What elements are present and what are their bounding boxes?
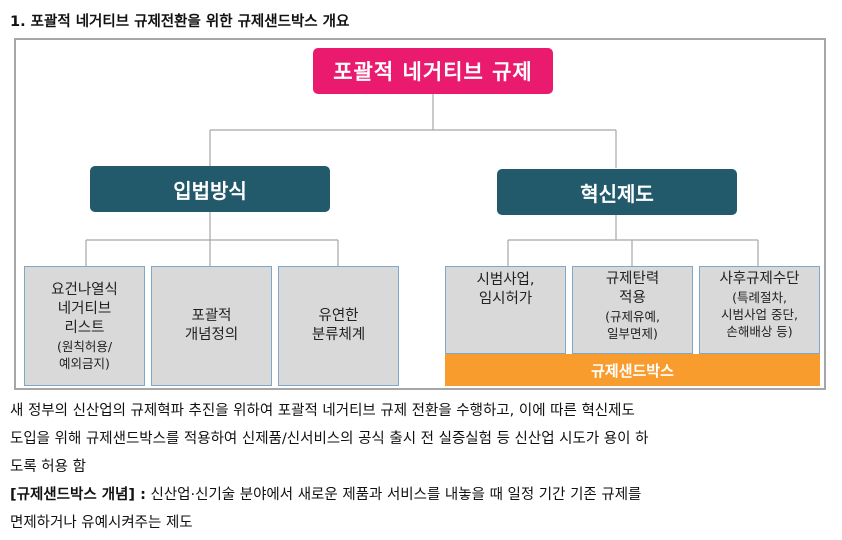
leaf-comprehensive-definition: 포괄적 개념정의 — [151, 266, 272, 386]
leaf-main-text: 포괄적 개념정의 — [184, 308, 239, 343]
leaf-main-text: 사후규제수단 — [719, 271, 800, 287]
leaf-sub-text: (원칙허용/ 예외금지) — [56, 338, 113, 371]
leaf-sub-text: (특례절차, 시범사업 중단, 손해배상 등) — [721, 290, 798, 339]
leaf-post-regulation: 사후규제수단 (특례절차, 시범사업 중단, 손해배상 등) — [699, 266, 820, 354]
paragraph-line: 도입을 위해 규제샌드박스를 적용하여 신제품/신서비스의 공식 출시 전 실증… — [10, 431, 649, 447]
leaf-main-text: 유연한 분류체계 — [311, 308, 366, 343]
leaf-sub-text: (규제유예, 일부면제) — [605, 309, 660, 341]
paragraph-line: 도록 허용 함 — [10, 459, 86, 475]
leaf-main-text: 시범사업, 임시허가 — [476, 272, 535, 307]
concept-text: 신산업·신기술 분야에서 새로운 제품과 서비스를 내놓을 때 일정 기간 기존… — [145, 487, 642, 503]
leaf-negative-list: 요건나열식 네거티브 리스트 (원칙허용/ 예외금지) — [24, 266, 145, 386]
branch-node-innovation: 혁신제도 — [497, 169, 737, 215]
branch-node-legislation: 입법방식 — [90, 166, 330, 212]
concept-line: [규제샌드박스 개념] : 신산업·신기술 분야에서 새로운 제품과 서비스를 … — [10, 481, 641, 509]
description-paragraph: 새 정부의 신산업의 규제혁파 추진을 위하여 포괄적 네거티브 규제 전환을 … — [10, 397, 648, 481]
leaf-flexible-application: 규제탄력 적용 (규제유예, 일부면제) — [572, 266, 693, 354]
concept-paragraph: [규제샌드박스 개념] : 신산업·신기술 분야에서 새로운 제품과 서비스를 … — [10, 481, 641, 537]
root-node: 포괄적 네거티브 규제 — [313, 48, 553, 94]
concept-label: [규제샌드박스 개념] : — [10, 487, 146, 503]
paragraph-line: 새 정부의 신산업의 규제혁파 추진을 위하여 포괄적 네거티브 규제 전환을 … — [10, 403, 635, 419]
leaf-main-text: 요건나열식 네거티브 리스트 — [51, 281, 118, 336]
section-heading: 1. 포괄적 네거티브 규제전환을 위한 규제샌드박스 개요 — [10, 14, 350, 30]
concept-line-2: 면제하거나 유예시켜주는 제도 — [10, 515, 193, 531]
sandbox-footer-bar: 규제샌드박스 — [445, 354, 820, 386]
leaf-main-text: 규제탄력 적용 — [605, 271, 660, 306]
leaf-pilot-project: 시범사업, 임시허가 — [445, 266, 566, 354]
leaf-flexible-classification: 유연한 분류체계 — [278, 266, 399, 386]
